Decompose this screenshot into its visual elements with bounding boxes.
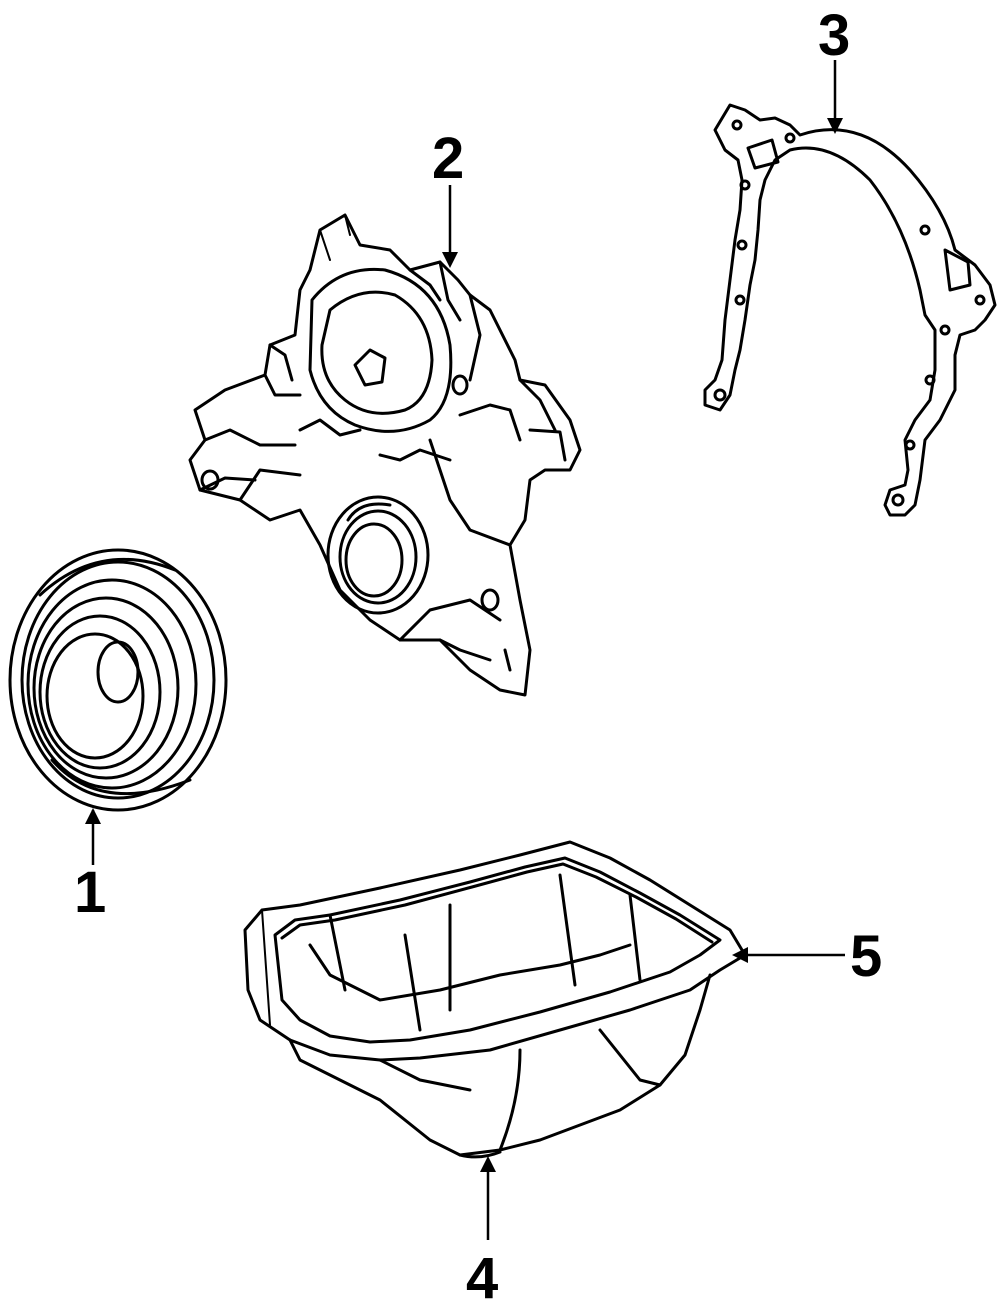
timing-cover bbox=[188, 213, 582, 697]
oil-pan bbox=[243, 840, 747, 1159]
callout-number-2: 2 bbox=[432, 126, 464, 191]
arrowhead-1 bbox=[85, 808, 101, 824]
arrowhead-2 bbox=[442, 252, 458, 268]
callout-5: 5 bbox=[732, 924, 882, 989]
callout-1: 1 bbox=[74, 808, 106, 925]
oil-pan-gasket bbox=[280, 862, 714, 944]
callout-3: 3 bbox=[818, 3, 850, 134]
arrowhead-5 bbox=[732, 947, 748, 963]
pulley bbox=[8, 548, 228, 812]
callout-2: 2 bbox=[432, 126, 464, 268]
callout-number-5: 5 bbox=[850, 924, 882, 989]
callout-number-3: 3 bbox=[818, 3, 850, 68]
cover-gasket bbox=[703, 103, 997, 517]
arrowhead-4 bbox=[480, 1156, 496, 1172]
callout-number-4: 4 bbox=[466, 1246, 498, 1301]
arrowhead-3 bbox=[827, 118, 843, 134]
callout-4: 4 bbox=[466, 1156, 498, 1301]
callout-number-1: 1 bbox=[74, 860, 106, 925]
